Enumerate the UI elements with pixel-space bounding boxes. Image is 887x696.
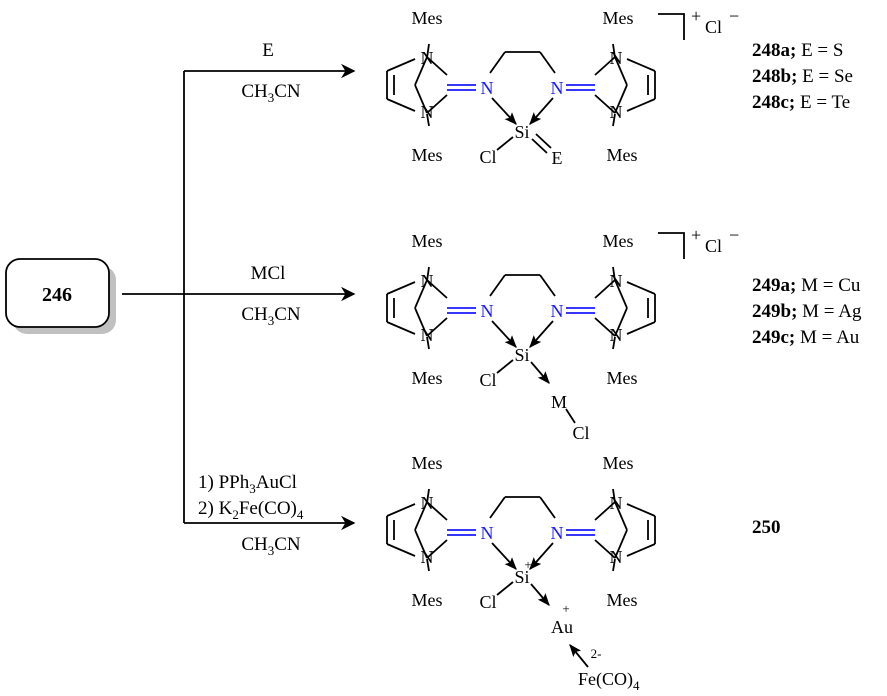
atom-mes: Mes <box>607 145 638 165</box>
atom-n: N <box>421 271 434 291</box>
fe-charge: 2- <box>591 646 602 661</box>
atom-mes: Mes <box>412 8 443 28</box>
atom-mes: Mes <box>412 145 443 165</box>
atom-n-imine: N <box>481 301 494 321</box>
ligand-framework-248 <box>386 43 656 154</box>
start-compound-label: 246 <box>42 284 72 306</box>
atom-mes: Mes <box>412 453 443 473</box>
atom-si: Si <box>514 345 529 365</box>
au-charge: + <box>562 601 569 616</box>
product-248: N N N N N N Mes Mes Mes Mes Si Cl E + Cl… <box>386 6 739 168</box>
atom-cl: Cl <box>479 147 496 167</box>
atom-cl: Cl <box>479 370 496 390</box>
reagents-bottom: 1) PPh3AuCl 2) K2Fe(CO)4 CH3CN <box>198 472 304 558</box>
atom-mes: Mes <box>607 590 638 610</box>
product-249: N N N N N N Mes Mes Mes Mes Si Cl M Cl +… <box>386 225 739 443</box>
atom-mes: Mes <box>603 8 634 28</box>
atom-n: N <box>610 48 623 68</box>
atom-mes: Mes <box>607 368 638 388</box>
atom-mes: Mes <box>603 453 634 473</box>
label-248a: 248a; E = S <box>752 40 843 61</box>
atom-n: N <box>610 493 623 513</box>
counterion: Cl <box>705 236 722 256</box>
box-frame <box>5 258 110 328</box>
atom-cl: Cl <box>479 592 496 612</box>
product-labels: 248a; E = S 248b; E = Se 248c; E = Te 24… <box>752 40 862 538</box>
si-charge: + <box>524 557 531 572</box>
atom-n-imine: N <box>481 78 494 98</box>
cation-charge: + <box>691 225 701 245</box>
atom-n: N <box>421 48 434 68</box>
reagent-e: E <box>262 40 274 61</box>
atom-si: Si <box>514 567 529 587</box>
reagent-step-2: 2) K2Fe(CO)4 <box>198 498 304 522</box>
atom-fe-co4: Fe(CO)4 <box>578 669 640 693</box>
counterion: Cl <box>705 17 722 37</box>
atom-cl: Cl <box>572 423 589 443</box>
label-249c: 249c; M = Au <box>752 327 860 348</box>
solvent-top: CH3CN <box>241 81 301 105</box>
atom-n: N <box>610 547 623 567</box>
atom-mes: Mes <box>412 590 443 610</box>
cation-charge: + <box>691 6 701 26</box>
reagents-top: E CH3CN <box>241 40 301 105</box>
atom-n: N <box>610 325 623 345</box>
atom-e: E <box>552 148 563 168</box>
label-248c: 248c; E = Te <box>752 92 850 113</box>
atom-n: N <box>610 271 623 291</box>
atom-n: N <box>421 102 434 122</box>
atom-n-imine: N <box>551 523 564 543</box>
label-248b: 248b; E = Se <box>752 66 853 87</box>
start-compound-box: 246 <box>5 258 116 334</box>
atom-n-imine: N <box>551 301 564 321</box>
branch-lines <box>122 63 356 531</box>
solvent-middle: CH3CN <box>241 304 301 328</box>
counterion-charge: − <box>729 225 739 245</box>
atom-n: N <box>421 547 434 567</box>
label-249a: 249a; M = Cu <box>752 275 861 296</box>
reagents-middle: MCl CH3CN <box>241 263 301 328</box>
label-250: 250 <box>752 517 781 538</box>
reagent-mcl: MCl <box>251 263 286 284</box>
atom-m: M <box>551 392 567 412</box>
atom-n-imine: N <box>551 78 564 98</box>
atom-au: Au <box>551 617 573 637</box>
solvent-bottom: CH3CN <box>241 534 301 558</box>
counterion-charge: − <box>729 6 739 26</box>
atom-n: N <box>610 102 623 122</box>
atom-si: Si <box>514 122 529 142</box>
product-250: N N N N N N Mes Mes Mes Mes Si + Cl Au +… <box>386 453 656 693</box>
charge-bracket <box>658 13 685 40</box>
ligand-framework-249 <box>386 266 656 424</box>
atom-n: N <box>421 493 434 513</box>
reagent-step-1: 1) PPh3AuCl <box>198 472 297 496</box>
atom-n-imine: N <box>481 523 494 543</box>
atom-mes: Mes <box>603 231 634 251</box>
charge-bracket <box>658 232 685 259</box>
ligand-framework-250 <box>386 488 656 668</box>
label-249b: 249b; M = Ag <box>752 301 862 322</box>
atom-n: N <box>421 325 434 345</box>
atom-mes: Mes <box>412 368 443 388</box>
atom-mes: Mes <box>412 231 443 251</box>
